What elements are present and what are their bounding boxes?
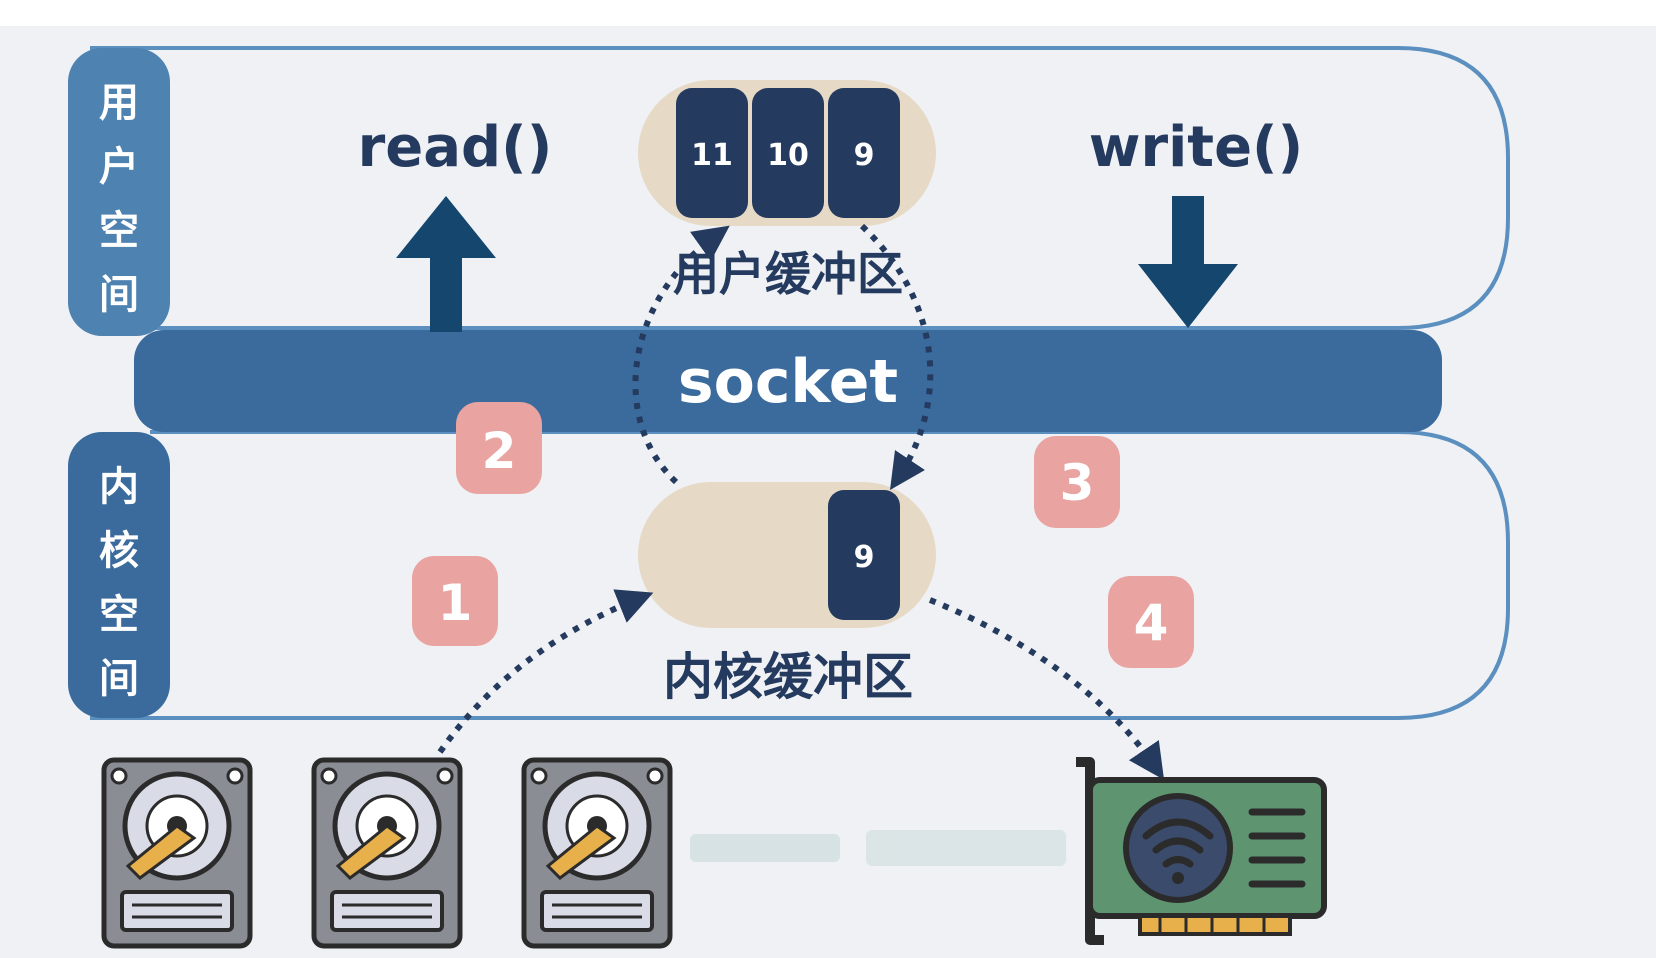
- user-space-region: 用 户 空 间: [68, 46, 1510, 336]
- user-buffer-block-label: 9: [854, 138, 875, 173]
- network-card-icon: [1076, 757, 1327, 945]
- kernel-buffer-block-9: [828, 490, 900, 620]
- flow-arrow-user-to-kernel: [859, 223, 934, 490]
- user-buffer: 11 10 9 用户缓冲区: [638, 80, 936, 301]
- step-badge-2-label: 2: [482, 422, 517, 480]
- user-buffer-block-9: [828, 88, 900, 218]
- user-space-label-pill: [68, 48, 170, 336]
- flow-arrow-kernel-to-nic: [928, 597, 1165, 780]
- wifi-icon: [1142, 818, 1214, 868]
- step-badge-1: 1: [412, 556, 498, 646]
- step-badge-1-label: 1: [438, 574, 473, 632]
- step-badge-3: 3: [1034, 436, 1120, 528]
- kernel-space-char-3: 空: [99, 592, 139, 638]
- kernel-space-char-2: 核: [99, 528, 139, 574]
- user-buffer-label: 用户缓冲区: [673, 247, 903, 301]
- user-space-char-4: 间: [99, 272, 139, 318]
- flow-arrow-disk-to-kernel: [437, 589, 654, 754]
- read-call-label: read(): [358, 115, 553, 180]
- user-space-char-2: 户: [99, 144, 139, 190]
- hard-disk-icon: [311, 757, 463, 949]
- user-space-char-1: 用: [99, 80, 139, 126]
- socket-label: socket: [678, 347, 898, 417]
- user-buffer-block-11: [676, 88, 748, 218]
- user-buffer-block-10: [752, 88, 824, 218]
- kernel-space-region: 内 核 空 间: [68, 430, 1510, 720]
- step-badge-3-label: 3: [1060, 454, 1095, 512]
- user-buffer-block-label: 11: [691, 138, 733, 173]
- kernel-space-char-4: 间: [99, 656, 139, 702]
- socket-bar: socket: [134, 330, 1442, 432]
- step-badge-4-label: 4: [1134, 594, 1169, 652]
- hard-disk-icon: [521, 757, 673, 949]
- step-badge-4: 4: [1108, 576, 1194, 668]
- write-call-label: write(): [1089, 115, 1303, 180]
- kernel-space-char-1: 内: [99, 464, 139, 510]
- step-badge-2: 2: [456, 402, 542, 494]
- blurred-watermark: [690, 830, 1066, 866]
- kernel-buffer-label: 内核缓冲区: [663, 648, 913, 706]
- user-space-char-3: 空: [99, 208, 139, 254]
- kernel-buffer-block-label: 9: [854, 540, 875, 575]
- kernel-space-label-pill: [68, 432, 170, 718]
- read-up-arrow-icon: [396, 196, 496, 332]
- hard-disk-icon: [101, 757, 253, 949]
- flow-arrow-kernel-to-user: [632, 225, 730, 485]
- write-down-arrow-icon: [1138, 196, 1238, 328]
- kernel-buffer: 9 内核缓冲区: [638, 482, 936, 706]
- user-buffer-block-label: 10: [767, 138, 809, 173]
